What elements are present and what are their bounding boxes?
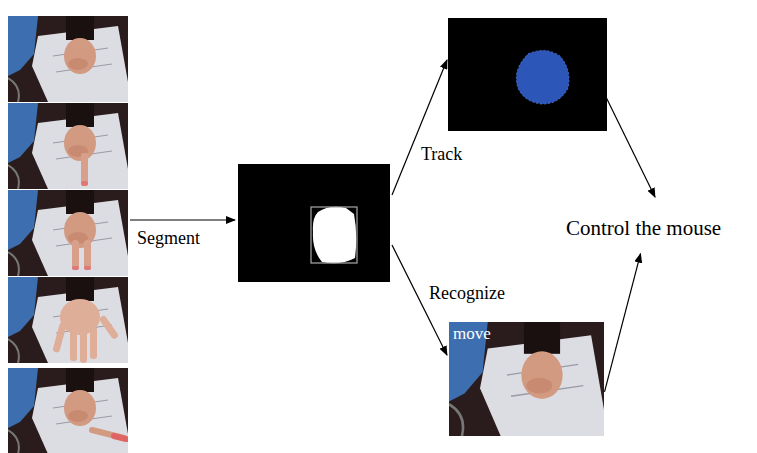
gesture-label: move (453, 324, 491, 344)
output-label: Control the mouse (566, 216, 721, 240)
output-text: Control the mouse (563, 214, 724, 242)
edge-label: Track (420, 144, 463, 165)
edge-label: Segment (136, 228, 201, 249)
flow-arrow (605, 254, 641, 392)
recognized-image: move (449, 322, 604, 436)
edge-label: Recognize (428, 283, 506, 304)
